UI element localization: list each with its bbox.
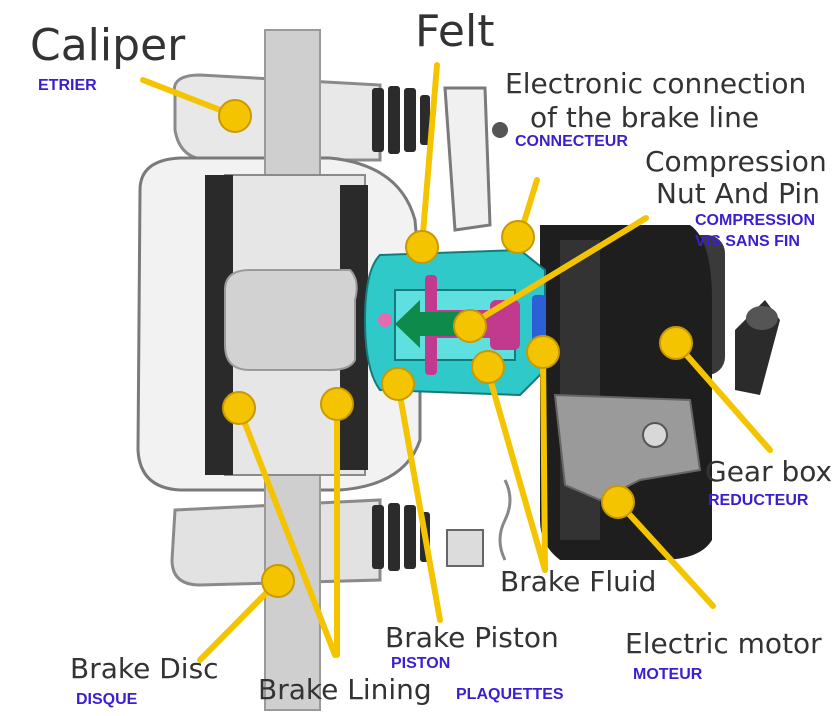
leader-brake-disc	[197, 578, 281, 663]
compression-label-line2: Nut And Pin	[656, 177, 820, 210]
felt-bracket-bolt	[492, 122, 508, 138]
bracket-bolt-hole	[642, 422, 668, 448]
gearbox-label: Gear box	[705, 455, 833, 488]
electric-motor-label: Electric motor	[625, 627, 822, 660]
leader-felt	[419, 62, 440, 248]
force-arrow	[395, 300, 470, 348]
top-guide-pin	[372, 86, 430, 154]
caliper-window	[224, 269, 358, 371]
leader-gearbox	[673, 340, 773, 453]
brake-piston-label-fr: PISTON	[391, 655, 451, 672]
marker-brake-fluid-1	[471, 350, 505, 384]
marker-lining-2	[320, 387, 354, 421]
brake-fluid-label: Brake Fluid	[500, 565, 657, 598]
mounting-bracket	[553, 393, 702, 502]
leader-brake-piston	[395, 381, 443, 623]
gearbox-label-fr: REDUCTEUR	[708, 492, 809, 509]
brake-disc-label: Brake Disc	[70, 652, 219, 685]
connection-label-line2: of the brake line	[530, 101, 760, 134]
brake-lining-label-fr: PLAQUETTES	[456, 686, 564, 703]
leader-brake-fluid-1	[484, 365, 548, 573]
caliper-label: Caliper	[30, 20, 186, 71]
lower-nut	[446, 529, 484, 567]
felt-label: Felt	[415, 6, 495, 57]
caliper-label-fr: ETRIER	[38, 77, 97, 94]
leader-lining-1	[236, 405, 338, 658]
marker-electric-motor	[601, 485, 635, 519]
connection-label-line1: Electronic connection	[505, 67, 807, 100]
marker-gearbox	[659, 326, 693, 360]
compression-label-fr-line1: COMPRESSION	[695, 212, 816, 229]
connector-end	[746, 306, 778, 330]
piston-pink-dot	[378, 313, 392, 327]
marker-compression	[453, 309, 487, 343]
leader-compression	[467, 215, 649, 328]
leader-caliper	[140, 77, 236, 118]
marker-felt	[405, 230, 439, 264]
spring-coil	[498, 479, 512, 561]
connection-label-fr: CONNECTEUR	[515, 133, 628, 150]
marker-lining-1	[222, 391, 256, 425]
marker-caliper	[218, 99, 252, 133]
brake-lining-label: Brake Lining	[258, 673, 432, 706]
brake-disc-label-fr: DISQUE	[76, 691, 138, 708]
leader-brake-fluid-2	[540, 349, 548, 573]
marker-brake-disc	[261, 564, 295, 598]
marker-brake-piston	[381, 367, 415, 401]
marker-connector	[501, 220, 535, 254]
compression-label-line1: Compression	[645, 145, 827, 178]
leader-electric-motor	[615, 499, 716, 609]
compression-label-fr-line2: VIS SANS FIN	[695, 233, 800, 250]
marker-brake-fluid-2	[526, 335, 560, 369]
electric-motor-label-fr: MOTEUR	[633, 666, 703, 683]
felt-bracket	[443, 86, 492, 232]
brake-piston-label: Brake Piston	[385, 621, 559, 654]
